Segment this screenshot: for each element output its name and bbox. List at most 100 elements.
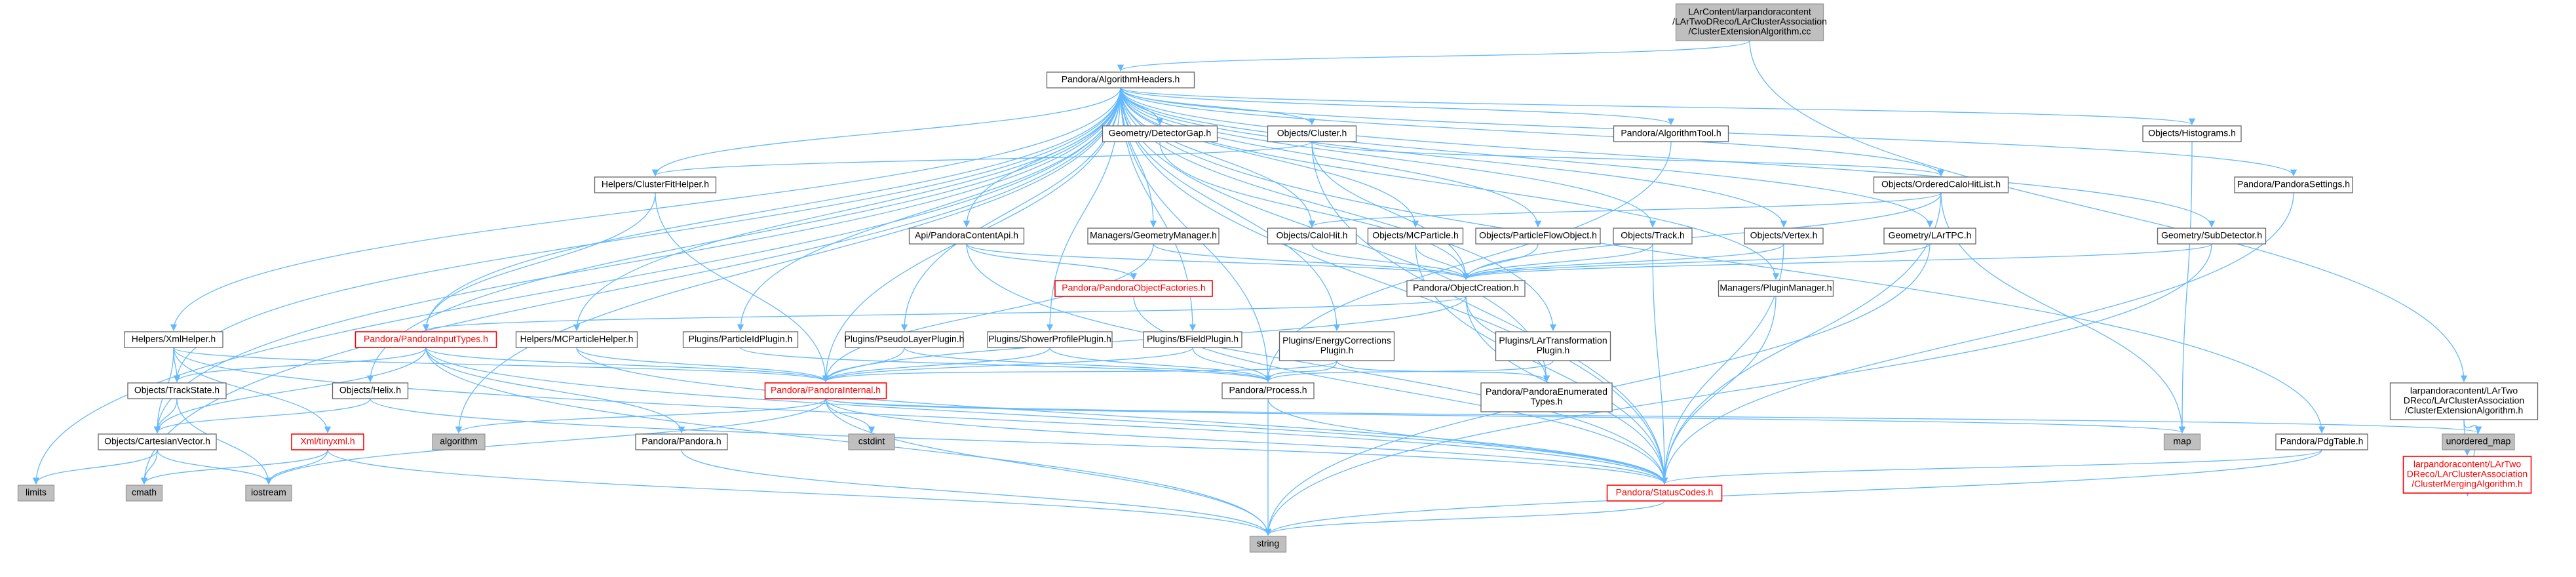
node-box-helpersClusterFit[interactable] [594,176,717,193]
node-geoDetectorGap[interactable]: Geometry/DetectorGap.h [1102,125,1218,142]
node-box-cstdint[interactable] [848,433,895,450]
node-cmath[interactable]: cmath [125,485,163,502]
node-helpersMCParticle[interactable]: Helpers/MCParticleHelper.h [515,331,638,348]
node-box-objCluster[interactable] [1267,125,1357,142]
node-pluginsBField[interactable]: Plugins/BFieldPlugin.h [1143,331,1242,348]
node-box-limits[interactable] [17,485,55,502]
node-box-pandoraObjCreation[interactable] [1406,280,1526,297]
node-box-objVertex[interactable] [1744,228,1824,245]
node-objHelix[interactable]: Objects/Helix.h [332,382,409,399]
node-pandoraPandora[interactable]: Pandora/Pandora.h [635,433,728,450]
node-objMCParticle[interactable]: Objects/MCParticle.h [1367,228,1464,245]
node-box-pandoraStatusCodes[interactable] [1606,485,1723,502]
node-geoLArTPC[interactable]: Geometry/LArTPC.h [1883,228,1976,245]
node-box-pandoraPdgTable[interactable] [2275,433,2368,450]
node-box-mgrGeometry[interactable] [1087,228,1220,245]
node-box-larClusterMerge[interactable] [2402,456,2532,494]
node-box-pandoraPandora[interactable] [635,433,728,450]
node-box-pandoraAlgTool[interactable] [1613,125,1729,142]
node-box-map[interactable] [2163,433,2201,450]
node-larClusterExt[interactable]: larpandoracontent/LArTwoDReco/LArCluster… [2389,382,2539,420]
node-box-algorithm[interactable] [432,433,486,450]
node-objPFO[interactable]: Objects/ParticleFlowObject.h [1475,228,1601,245]
node-box-pandoraEnumTypes[interactable] [1480,382,1613,412]
node-box-pandoraSettings[interactable] [2234,176,2353,193]
node-unorderedMap[interactable]: unordered_map [2442,433,2515,450]
node-box-larClusterExt[interactable] [2389,382,2539,420]
node-box-pluginsBField[interactable] [1143,331,1242,348]
node-box-xmlTinyxml[interactable] [291,433,364,450]
node-box-objTrackState[interactable] [127,382,227,399]
node-box-objCartesianVector[interactable] [98,433,217,450]
node-objTrack[interactable]: Objects/Track.h [1613,228,1693,245]
node-objOrderedCaloHit[interactable]: Objects/OrderedCaloHitList.h [1873,176,2009,193]
node-larClusterMerge[interactable]: larpandoracontent/LArTwoDReco/LArCluster… [2402,456,2532,494]
node-box-cmath[interactable] [125,485,163,502]
node-geoSubDetector[interactable]: Geometry/SubDetector.h [2157,228,2267,245]
node-limits[interactable]: limits [17,485,55,502]
node-xmlTinyxml[interactable]: Xml/tinyxml.h [291,433,364,450]
node-box-geoDetectorGap[interactable] [1102,125,1218,142]
node-apiContent[interactable]: Api/PandoraContentApi.h [908,228,1025,245]
node-box-apiContent[interactable] [908,228,1025,245]
node-pluginsShowerProfile[interactable]: Plugins/ShowerProfilePlugin.h [987,331,1113,348]
node-box-helpersMCParticle[interactable] [515,331,638,348]
node-map[interactable]: map [2163,433,2201,450]
node-pandoraProcess[interactable]: Pandora/Process.h [1221,382,1315,399]
node-algoHeaders[interactable]: Pandora/AlgorithmHeaders.h [1046,71,1195,89]
node-pandoraSettings[interactable]: Pandora/PandoraSettings.h [2234,176,2353,193]
node-pandoraObjFactories[interactable]: Pandora/PandoraObjectFactories.h [1054,280,1213,297]
node-cstdint[interactable]: cstdint [848,433,895,450]
node-objCaloHit[interactable]: Objects/CaloHit.h [1267,228,1357,245]
node-box-string[interactable] [1249,536,1287,553]
node-box-pluginsParticleId[interactable] [682,331,799,348]
node-box-objOrderedCaloHit[interactable] [1873,176,2009,193]
node-pandoraAlgTool[interactable]: Pandora/AlgorithmTool.h [1613,125,1729,142]
node-box-pandoraInputTypes[interactable] [355,331,497,348]
node-pandoraObjCreation[interactable]: Pandora/ObjectCreation.h [1406,280,1526,297]
node-box-root[interactable] [1675,3,1824,41]
node-box-objHelix[interactable] [332,382,409,399]
node-pluginsPseudoLayer[interactable]: Plugins/PseudoLayerPlugin.h [845,331,965,348]
node-box-objCaloHit[interactable] [1267,228,1357,245]
node-objTrackState[interactable]: Objects/TrackState.h [127,382,227,399]
node-box-pandoraObjFactories[interactable] [1054,280,1213,297]
node-pandoraInputTypes[interactable]: Pandora/PandoraInputTypes.h [355,331,497,348]
node-box-pluginsLArTransform[interactable] [1495,331,1611,361]
node-box-objPFO[interactable] [1475,228,1601,245]
node-box-objTrack[interactable] [1613,228,1693,245]
node-objVertex[interactable]: Objects/Vertex.h [1744,228,1824,245]
node-pluginsParticleId[interactable]: Plugins/ParticleIdPlugin.h [682,331,799,348]
node-box-geoLArTPC[interactable] [1883,228,1976,245]
node-helpersXml[interactable]: Helpers/XmlHelper.h [124,331,223,348]
node-pandoraStatusCodes[interactable]: Pandora/StatusCodes.h [1606,485,1723,502]
node-pandoraPdgTable[interactable]: Pandora/PdgTable.h [2275,433,2368,450]
node-box-pluginsEnergyCorr[interactable] [1278,331,1395,361]
node-box-helpersXml[interactable] [124,331,223,348]
node-box-objHistograms[interactable] [2142,125,2242,142]
node-objCartesianVector[interactable]: Objects/CartesianVector.h [98,433,217,450]
node-box-pandoraInternal[interactable] [764,382,887,399]
node-pandoraInternal[interactable]: Pandora/PandoraInternal.h [764,382,887,399]
node-box-mgrPlugin[interactable] [1718,280,1834,297]
node-objHistograms[interactable]: Objects/Histograms.h [2142,125,2242,142]
node-box-pluginsShowerProfile[interactable] [987,331,1113,348]
node-box-unorderedMap[interactable] [2442,433,2515,450]
node-box-geoSubDetector[interactable] [2157,228,2267,245]
node-mgrPlugin[interactable]: Managers/PluginManager.h [1718,280,1834,297]
node-mgrGeometry[interactable]: Managers/GeometryManager.h [1087,228,1220,245]
node-algorithm[interactable]: algorithm [432,433,486,450]
node-helpersClusterFit[interactable]: Helpers/ClusterFitHelper.h [594,176,717,193]
node-root[interactable]: LArContent/larpandoracontent/LArTwoDReco… [1672,3,1827,41]
node-objCluster[interactable]: Objects/Cluster.h [1267,125,1357,142]
node-box-algoHeaders[interactable] [1046,71,1195,89]
node-string[interactable]: string [1249,536,1287,553]
node-iostream[interactable]: iostream [245,485,292,502]
node-box-pluginsPseudoLayer[interactable] [845,331,964,348]
node-box-objMCParticle[interactable] [1367,228,1464,245]
node-box-iostream[interactable] [245,485,292,502]
node-box-pandoraProcess[interactable] [1221,382,1315,399]
